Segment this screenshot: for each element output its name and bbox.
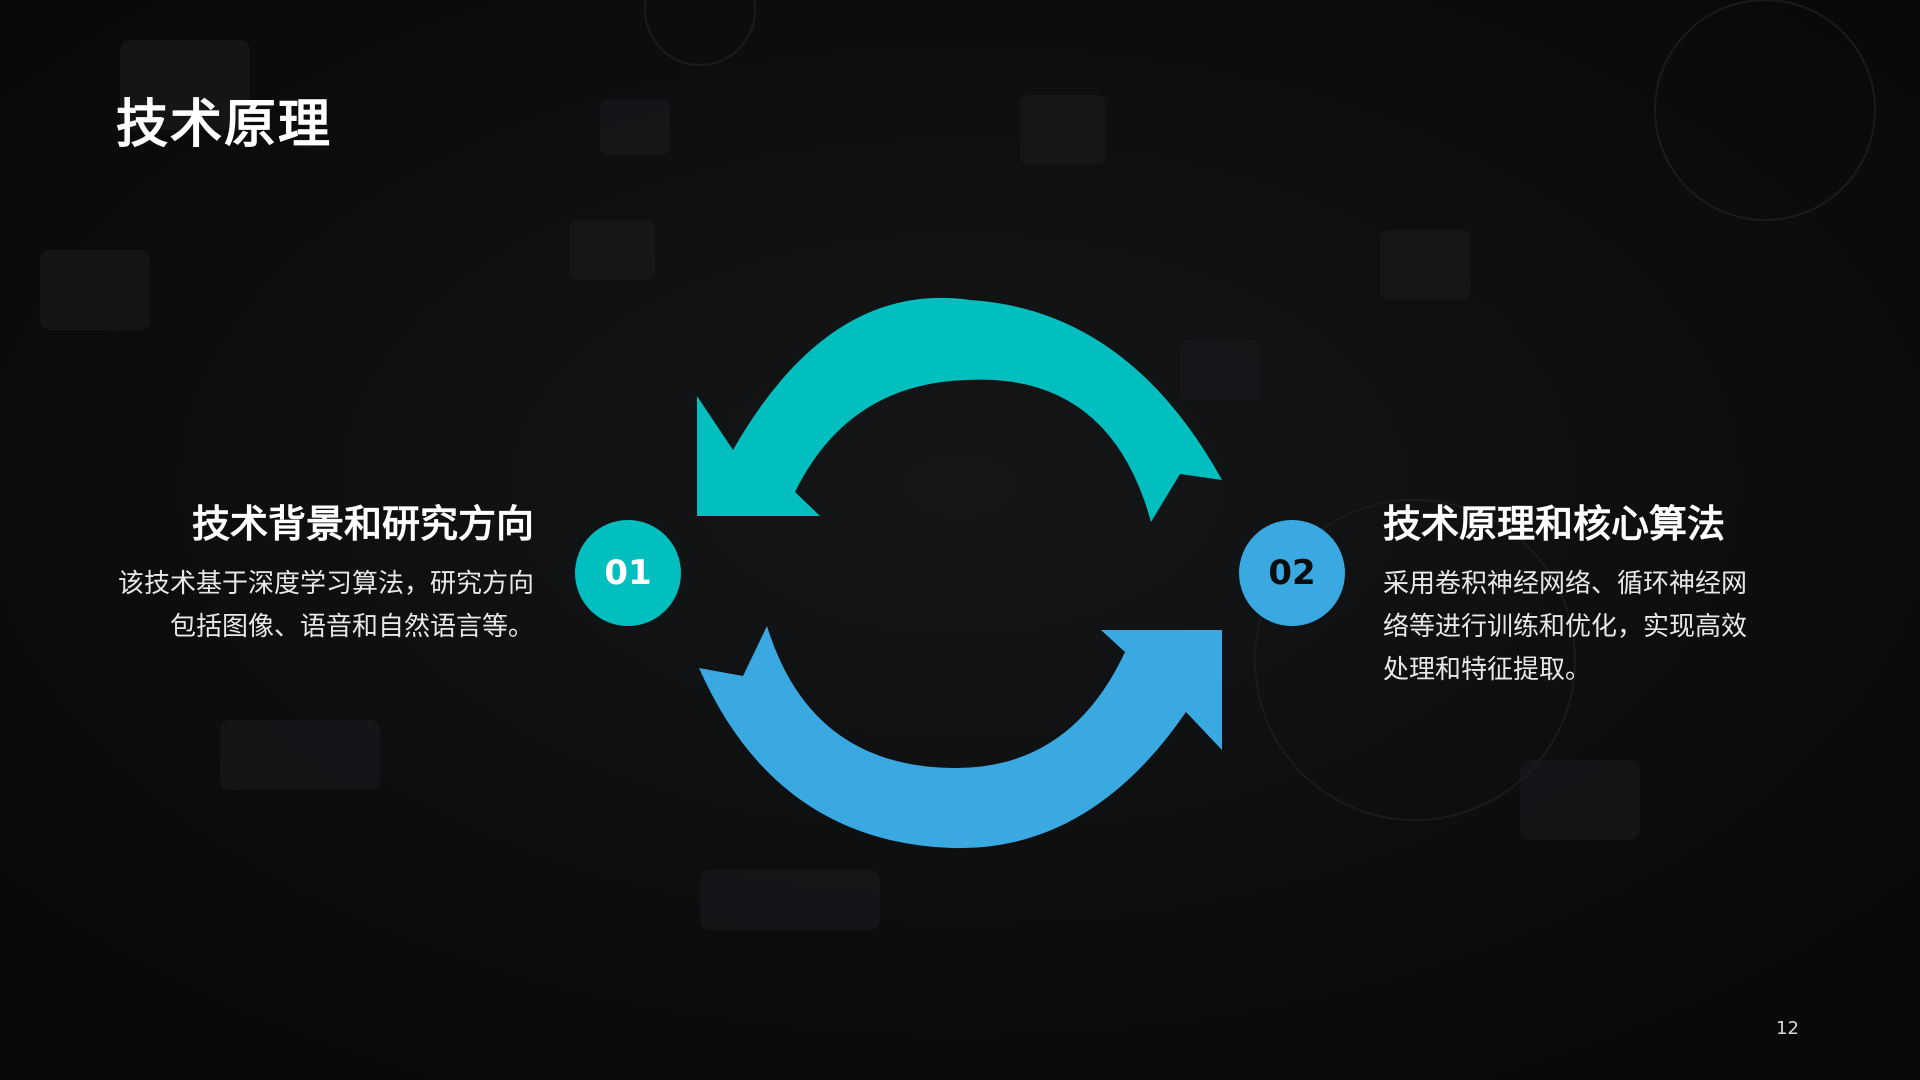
left-text-block: 技术背景和研究方向 该技术基于深度学习算法，研究方向包括图像、语音和自然语言等。 — [100, 495, 534, 649]
right-body-text: 采用卷积神经网络、循环神经网络等进行训练和优化，实现高效处理和特征提取。 — [1383, 569, 1748, 685]
left-body-text: 该技术基于深度学习算法，研究方向包括图像、语音和自然语言等。 — [117, 569, 534, 642]
page-number: 12 — [1776, 1018, 1799, 1039]
step-badge-01: 01 — [575, 520, 681, 626]
slide-title: 技术原理 — [116, 95, 333, 155]
right-text-block: 技术原理和核心算法 采用卷积神经网络、循环神经网络等进行训练和优化，实现高效处理… — [1383, 495, 1763, 692]
step-badge-02: 02 — [1239, 520, 1345, 626]
curved-arrow-right-icon — [699, 626, 1222, 849]
right-heading: 技术原理和核心算法 — [1383, 502, 1726, 546]
curved-arrow-left-icon — [697, 297, 1222, 522]
left-heading: 技术背景和研究方向 — [191, 502, 534, 546]
cycle-diagram — [697, 297, 1222, 849]
